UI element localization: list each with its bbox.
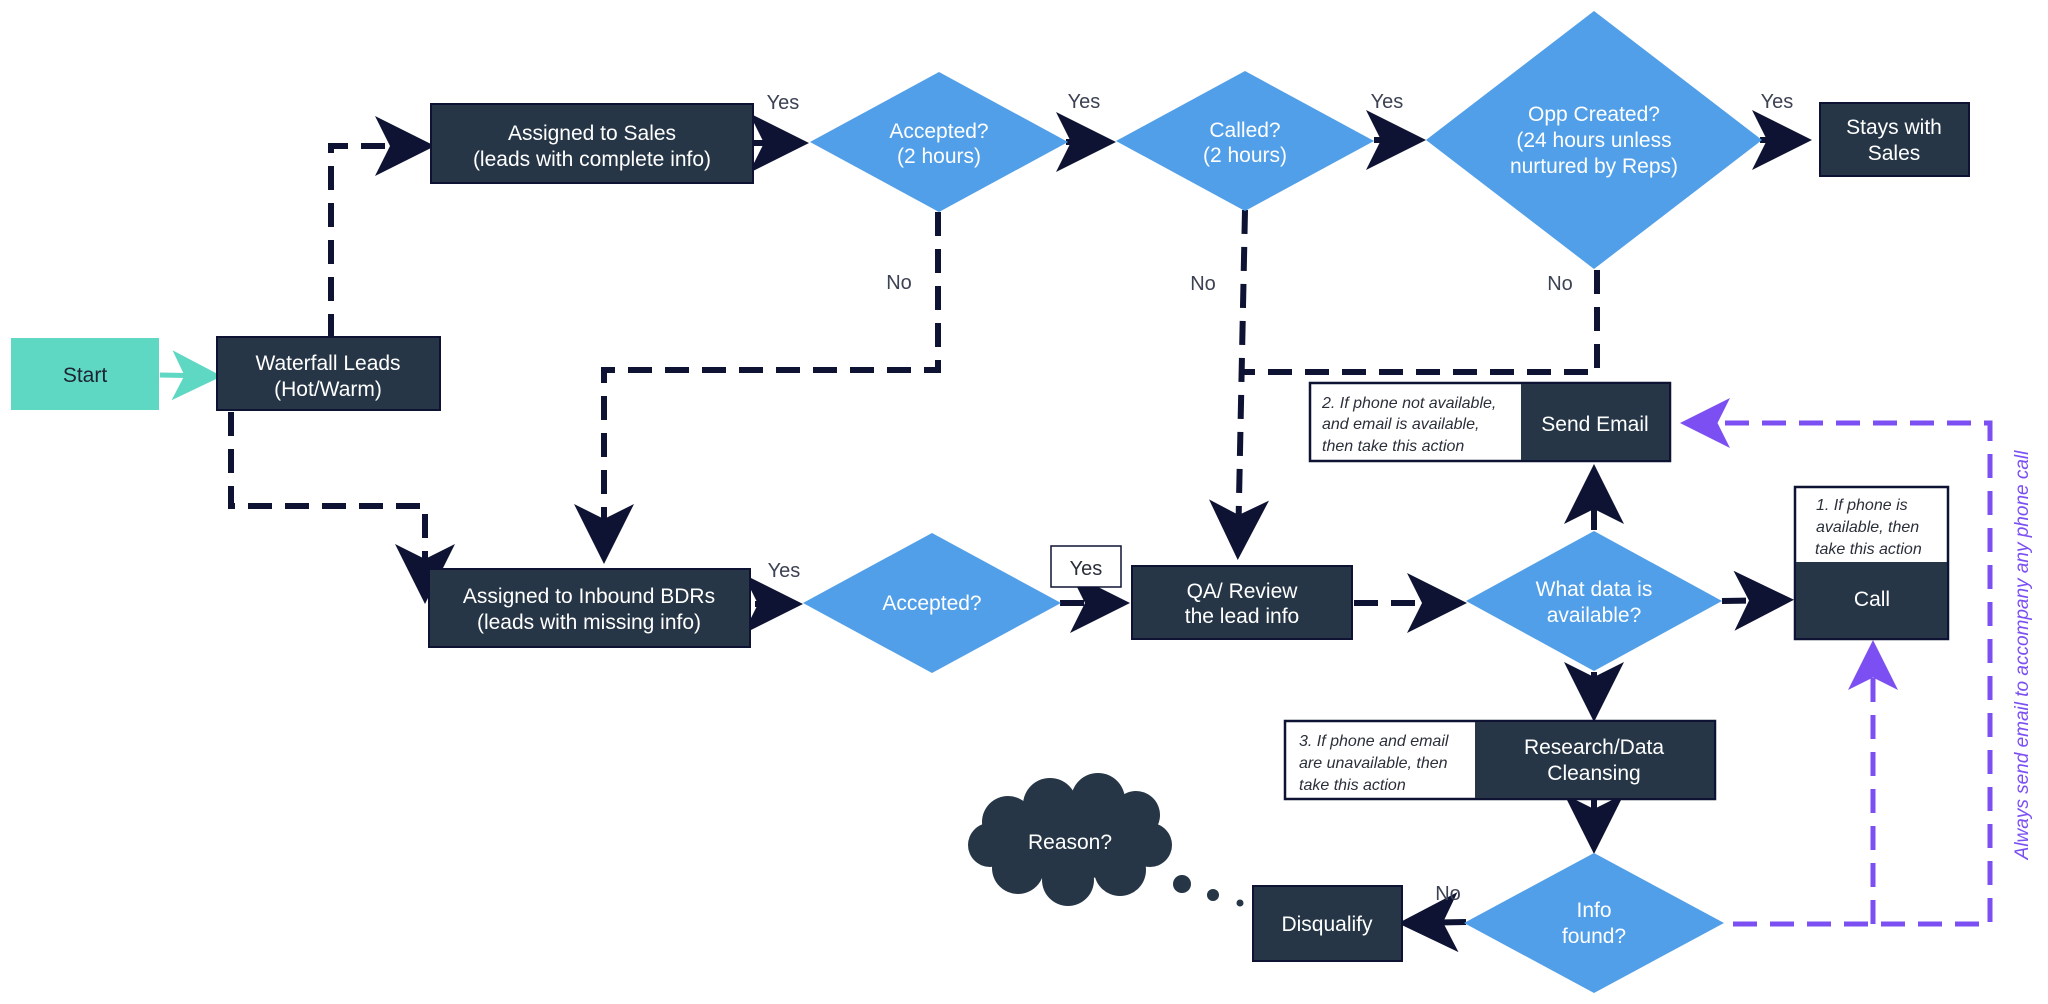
accepted-decision-bottom-title: Accepted?: [882, 592, 981, 615]
start-label: Start: [63, 364, 108, 387]
send-email-note-line3: then take this action: [1322, 438, 1464, 455]
edge-start-to-waterfall: [159, 350, 222, 401]
assigned-to-sales-title: Assigned to Sales: [508, 122, 676, 145]
qa-review-node[interactable]: QA/ Review the lead info: [1131, 565, 1353, 640]
opp-created-title: Opp Created?: [1528, 103, 1660, 126]
edge-waterfall-to-sales: [328, 116, 435, 338]
reason-thought-bubble: Reason?: [968, 773, 1244, 907]
what-data-decision[interactable]: What data is available?: [1466, 531, 1722, 671]
research-line2: Cleansing: [1547, 762, 1640, 785]
edge-label-yes-box: [1050, 545, 1122, 588]
disqualify-label: Disqualify: [1281, 913, 1373, 936]
qa-review-line1: QA/ Review: [1187, 580, 1299, 603]
waterfall-leads-subtitle: (Hot/Warm): [274, 378, 382, 401]
edge-label-yes: Yes: [767, 92, 800, 114]
research-note-line2: are unavailable, then: [1299, 755, 1448, 772]
assigned-to-sales-subtitle: (leads with complete info): [473, 148, 711, 171]
send-email-note-line2: and email is available,: [1322, 416, 1479, 433]
research-node[interactable]: 3. If phone and email are unavailable, t…: [1283, 719, 1717, 801]
send-email-note-line1: 2. If phone not available,: [1321, 395, 1496, 412]
edge-label-no: No: [886, 272, 912, 294]
edge-labels: Yes Yes Yes Yes Yes No No No No Yes: [767, 91, 1794, 905]
what-data-line2: available?: [1547, 604, 1642, 627]
call-note-line2: available, then: [1816, 519, 1919, 536]
send-email-node[interactable]: 2. If phone not available, and email is …: [1308, 381, 1672, 463]
research-note-line3: take this action: [1299, 777, 1406, 794]
send-email-label: Send Email: [1541, 413, 1648, 436]
always-send-email-note: Always send email to accompany any phone…: [2012, 450, 2033, 861]
research-note-line1: 3. If phone and email: [1299, 733, 1449, 750]
edge-whatdata-to-call: [1721, 570, 1794, 631]
edge-accepted-no-to-bdrs: [574, 212, 941, 564]
called-decision[interactable]: Called? (2 hours): [1116, 71, 1374, 211]
assigned-to-bdrs-node[interactable]: Assigned to Inbound BDRs (leads with mis…: [428, 568, 751, 648]
info-found-line1: Info: [1576, 899, 1611, 922]
edge-info-to-call-and-email: [1680, 398, 1993, 927]
call-note-line3: take this action: [1815, 541, 1922, 558]
edge-label-yes: Yes: [1068, 91, 1101, 113]
called-decision-title: Called?: [1209, 119, 1280, 142]
stays-with-sales-line1: Stays with: [1846, 116, 1942, 139]
disqualify-node[interactable]: Disqualify: [1252, 885, 1403, 962]
opp-created-decision[interactable]: Opp Created? (24 hours unless nurtured b…: [1426, 11, 1762, 269]
assigned-to-sales-node[interactable]: Assigned to Sales (leads with complete i…: [430, 103, 754, 184]
edge-label-yes: Yes: [768, 560, 801, 582]
accepted-decision-top[interactable]: Accepted? (2 hours): [810, 72, 1068, 212]
qa-review-line2: the lead info: [1185, 605, 1299, 628]
info-found-line2: found?: [1562, 925, 1626, 948]
stays-with-sales-node[interactable]: Stays with Sales: [1819, 102, 1970, 177]
edge-waterfall-to-bdrs: [228, 412, 455, 604]
accepted-decision-top-subtitle: (2 hours): [897, 145, 981, 168]
call-label: Call: [1854, 588, 1890, 611]
stays-with-sales-line2: Sales: [1868, 142, 1921, 165]
call-note-line1: 1. If phone is: [1816, 497, 1908, 514]
waterfall-leads-node[interactable]: Waterfall Leads (Hot/Warm): [216, 336, 441, 411]
edge-label-no: No: [1435, 883, 1461, 905]
accepted-decision-bottom[interactable]: Accepted?: [803, 533, 1061, 673]
edge-label-yes: Yes: [1371, 91, 1404, 113]
opp-created-line2: (24 hours unless: [1516, 129, 1671, 152]
edge-called-no-to-qa: [1209, 209, 1269, 560]
call-node[interactable]: 1. If phone is available, then take this…: [1793, 485, 1950, 641]
reason-label: Reason?: [1028, 831, 1112, 854]
assigned-to-bdrs-title: Assigned to Inbound BDRs: [463, 585, 715, 608]
research-line1: Research/Data: [1524, 736, 1664, 759]
info-found-decision[interactable]: Info found?: [1464, 853, 1724, 993]
edge-label-yes: Yes: [1070, 558, 1103, 580]
opp-created-line3: nurtured by Reps): [1510, 155, 1678, 178]
accepted-decision-top-title: Accepted?: [889, 120, 988, 143]
start-node[interactable]: Start: [11, 338, 159, 410]
edge-label-yes: Yes: [1761, 91, 1794, 113]
what-data-line1: What data is: [1536, 578, 1653, 601]
edge-info-no-to-disqualify: [1398, 892, 1467, 953]
edge-label-no: No: [1190, 273, 1216, 295]
edge-label-no: No: [1547, 273, 1573, 295]
waterfall-leads-title: Waterfall Leads: [255, 352, 400, 375]
edges: [159, 110, 1993, 953]
assigned-to-bdrs-subtitle: (leads with missing info): [477, 611, 701, 634]
edge-opp-no-join: [1244, 270, 1600, 375]
called-decision-subtitle: (2 hours): [1203, 144, 1287, 167]
